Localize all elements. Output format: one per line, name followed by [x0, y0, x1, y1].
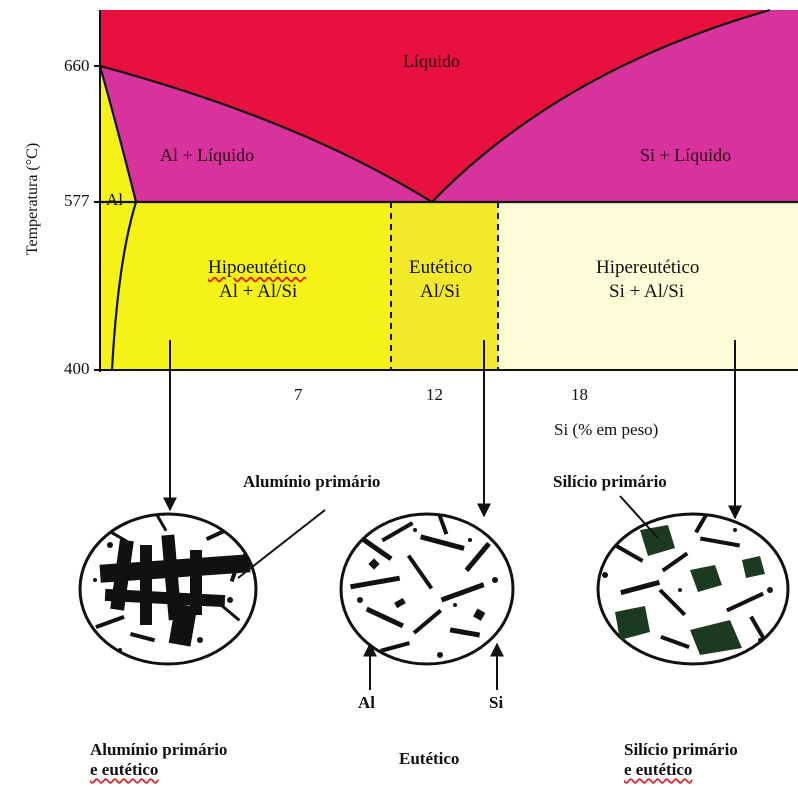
label-hyper-title: Hipereutético: [596, 257, 699, 279]
caption-hypo-line1: Alumínio primário: [90, 740, 227, 760]
x-tick-18: 18: [571, 385, 588, 405]
callout-primary-silicon: Silício primário: [553, 472, 667, 492]
caption-hypoeutectic: Alumínio primário e eutético: [90, 740, 227, 780]
caption-eutectic: Eutético: [399, 749, 459, 769]
label-si-liquid: Si + Líquido: [640, 145, 731, 166]
micrograph-hypoeutectic: [80, 511, 256, 664]
label-hyper-phases: Si + Al/Si: [609, 281, 684, 303]
caption-hypereutectic: Silício primário e eutético: [624, 740, 738, 780]
caption-hyper-line2: e eutético: [624, 760, 692, 779]
label-liquid: Líquido: [403, 51, 460, 72]
micrograph-eutectic: [341, 510, 513, 664]
label-al-liquid: Al + Líquido: [160, 145, 254, 166]
label-eut-title: Eutético: [409, 257, 472, 279]
label-hypo-phases: Al + Al/Si: [219, 281, 297, 303]
y-tick-577: 577: [64, 191, 90, 211]
x-tick-12: 12: [426, 385, 443, 405]
micrograph-hypereutectic: [598, 510, 788, 664]
label-eut-phases: Al/Si: [420, 281, 460, 303]
callout-primary-aluminum: Alumínio primário: [243, 472, 380, 492]
y-tick-400: 400: [64, 359, 90, 379]
y-tick-660: 660: [64, 56, 90, 76]
x-axis-label: Si (% em peso): [554, 420, 658, 440]
x-tick-7: 7: [294, 385, 303, 405]
caption-hypo-line2: e eutético: [90, 760, 158, 779]
y-axis-label: Temperatura (°C): [24, 124, 42, 274]
label-hypo-title: Hipoeutético: [208, 257, 306, 279]
callout-si: Si: [489, 693, 503, 713]
callout-al: Al: [358, 693, 375, 713]
callout-line-primary-al: [238, 510, 325, 578]
label-al: Al: [106, 190, 123, 210]
caption-hyper-line1: Silício primário: [624, 740, 738, 760]
